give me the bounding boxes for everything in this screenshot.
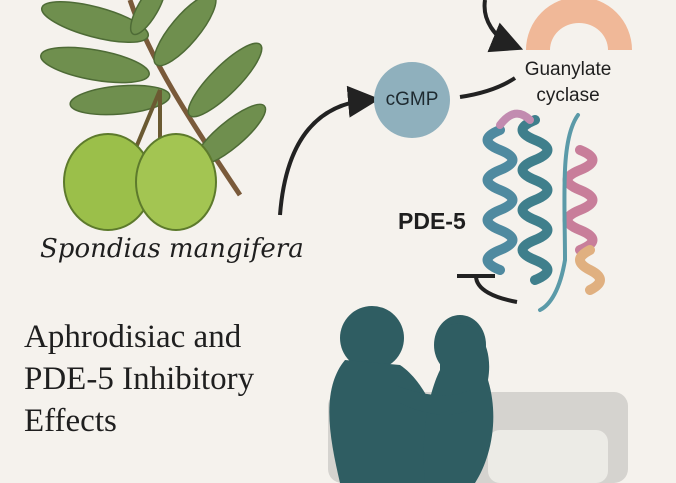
arrow-to-cgmp [278, 85, 380, 216]
species-name: Spondias mangifera [40, 234, 304, 264]
cgmp-label: cGMP [385, 89, 439, 110]
title-line-1: Aphrodisiac and [24, 319, 242, 355]
fruit-right [135, 133, 217, 231]
guanylate-cyclase-arch [526, 0, 632, 50]
page-title: Aphrodisiac and PDE-5 Inhibitory Effects [24, 316, 254, 442]
title-line-2: PDE-5 Inhibitory [24, 361, 255, 397]
inhibition-symbol [457, 274, 518, 304]
cgmp-cyclase-link [459, 76, 517, 99]
cgmp-circle [374, 62, 450, 138]
pde5-protein-ribbon [482, 109, 605, 312]
enzyme-line-1: Guanylate [524, 59, 612, 80]
title-line-3: Effects [24, 403, 117, 439]
guanylate-cyclase-label: Guanylate cyclase [505, 57, 631, 109]
spondias-branch-illustration [40, 0, 267, 231]
couple-on-bed-illustration [328, 306, 628, 483]
enzyme-line-2: cyclase [536, 85, 600, 106]
arrow-to-cyclase [482, 0, 524, 53]
pde5-label: PDE-5 [398, 208, 466, 234]
